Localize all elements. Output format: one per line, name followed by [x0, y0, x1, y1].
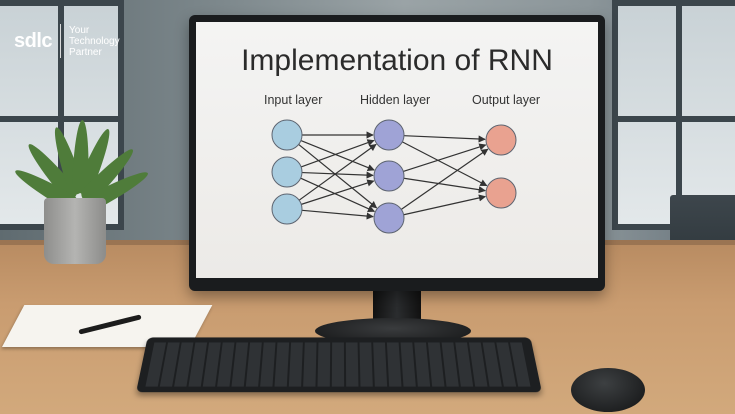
edge-hidden-1-to-output-2 [402, 141, 488, 187]
tagline-line-3: Partner [69, 46, 102, 58]
computer-monitor: Implementation of RNN Input layer Hidden… [189, 15, 605, 291]
company-logo: sdlc Your Technology Partner [14, 24, 120, 58]
keyboard-keys [145, 342, 533, 387]
edge-hidden-3-to-output-2 [403, 194, 487, 216]
input-node-3 [271, 193, 303, 225]
computer-mouse [571, 368, 645, 412]
hidden-layer-label: Hidden layer [360, 93, 431, 107]
input-layer-label: Input layer [264, 93, 323, 107]
edge-input-3-to-hidden-3 [301, 209, 374, 220]
output-node-1 [485, 124, 517, 156]
slide-title: Implementation of RNN [241, 44, 553, 77]
edge-hidden-2-to-output-2 [403, 177, 486, 194]
neural-network-diagram [271, 119, 517, 234]
monitor-screen: Implementation of RNN Input layer Hidden… [196, 22, 598, 278]
tagline-line-1: Your [69, 24, 90, 36]
edge-input-2-to-hidden-2 [301, 171, 374, 179]
hidden-node-1 [373, 119, 405, 151]
edge-input-2-to-hidden-1 [300, 139, 375, 168]
logo-mark: sdlc [14, 29, 53, 52]
output-layer-label: Output layer [472, 93, 541, 107]
logo-divider [60, 24, 62, 58]
edge-input-3-to-hidden-1 [298, 143, 377, 201]
edge-input-1-to-hidden-2 [300, 140, 375, 171]
edge-input-1-to-hidden-3 [298, 144, 378, 209]
input-node-2 [271, 156, 303, 188]
logo-tagline: Your Technology Partner [69, 25, 120, 58]
edge-hidden-2-to-output-1 [403, 143, 487, 172]
hidden-node-3 [373, 202, 405, 234]
keyboard [136, 337, 542, 393]
edge-hidden-3-to-output-1 [400, 148, 489, 210]
tagline-line-2: Technology [69, 35, 120, 47]
hidden-node-2 [373, 160, 405, 192]
edge-input-2-to-hidden-3 [300, 177, 376, 213]
edge-input-3-to-hidden-2 [301, 179, 375, 205]
output-node-2 [485, 177, 517, 209]
plant-pot [44, 198, 106, 264]
edge-hidden-1-to-output-1 [403, 135, 486, 143]
input-node-1 [271, 119, 303, 151]
